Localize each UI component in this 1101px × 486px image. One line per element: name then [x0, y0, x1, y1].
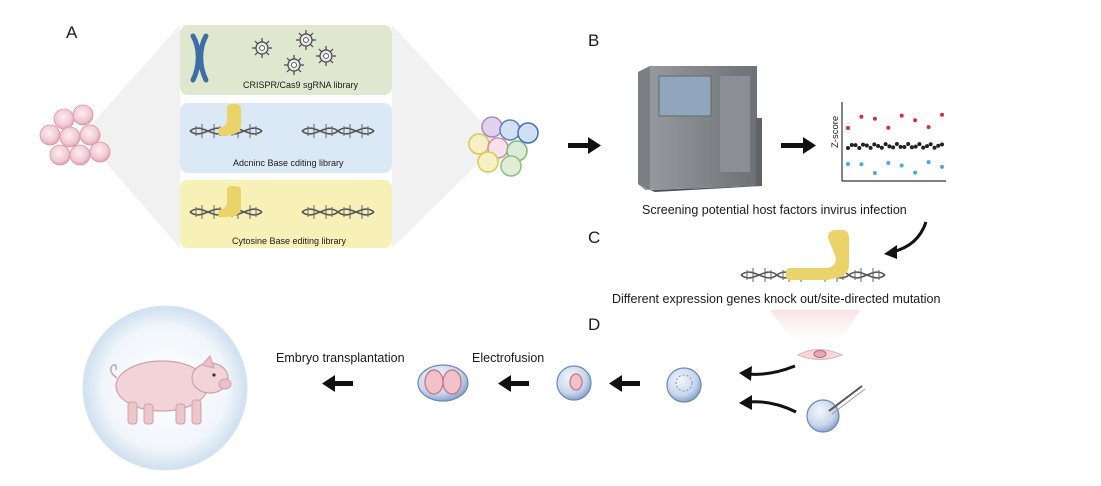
scatter-point-black	[932, 145, 937, 150]
scatter-point-black	[861, 142, 865, 147]
plot-axis-label: Z-score	[830, 116, 841, 148]
left-arrow	[498, 375, 529, 392]
scatter-point-black	[898, 144, 903, 149]
scatter-point-blue	[899, 163, 904, 168]
scatter-point-black	[909, 145, 914, 150]
adenine-library-label: Adcninc Base cditing library	[233, 158, 344, 168]
cytosine-library-label: Cytosine Base editing library	[232, 236, 347, 246]
crispr-library-box: CRISPR/Cas9 sgRNA library	[180, 25, 392, 95]
left-arrow	[609, 375, 640, 392]
left-projection-cone	[82, 25, 180, 248]
pig-icon	[110, 355, 232, 425]
scatter-point-red	[886, 125, 891, 130]
chromosome-icon	[190, 33, 209, 83]
scatter-point-blue	[846, 162, 850, 167]
scatter-point-red	[926, 125, 931, 130]
scatter-point-black	[872, 142, 877, 147]
scatter-point-blue	[926, 160, 931, 165]
scatter-point-red	[940, 112, 944, 117]
reconstructed-embryo-icon	[556, 365, 592, 401]
scatter-point-black	[853, 143, 858, 148]
panel-label-b: B	[588, 31, 599, 50]
scatter-point-black	[887, 144, 892, 149]
electrofusion-label: Electrofusion	[472, 351, 544, 365]
scatter-point-black	[921, 145, 926, 150]
scatter-point-black	[917, 142, 922, 147]
projection-beam	[770, 310, 860, 350]
scatter-point-red	[899, 113, 904, 118]
right-projection-cone	[392, 25, 500, 248]
scatter-point-red	[913, 118, 918, 123]
scatter-point-blue	[872, 171, 877, 175]
embryo-transplantation-label: Embryo transplantation	[276, 351, 405, 365]
scatter-point-blue	[940, 164, 944, 169]
scatter-point-black	[857, 146, 862, 150]
scatter-point-black	[894, 142, 899, 146]
pig-sphere	[82, 305, 248, 471]
scatter-point-black	[879, 145, 884, 150]
curved-arrow-to-editing	[884, 221, 928, 259]
virus-icon	[283, 54, 305, 76]
adenine-library-box: Adcninc Base cditing library	[180, 103, 392, 173]
pink-cell-cluster	[39, 104, 111, 166]
base-editor-enzyme-icon	[826, 230, 849, 280]
base-editor-enzyme-icon	[218, 186, 241, 218]
enucleated-oocyte-icon	[666, 367, 702, 403]
scatter-red-points	[846, 112, 944, 130]
panel-label-c: C	[588, 228, 600, 247]
cytosine-library-box: Cytosine Base editing library	[180, 180, 392, 248]
crispr-library-label: CRISPR/Cas9 sgRNA library	[243, 80, 359, 90]
two-cell-embryo-icon	[417, 364, 469, 402]
scatter-point-black	[925, 144, 929, 149]
editing-caption: Different expression genes knock out/sit…	[612, 292, 940, 306]
scatter-point-black	[849, 143, 854, 147]
scatter-point-black	[876, 144, 881, 148]
scatter-point-red	[859, 114, 864, 119]
left-arrow	[322, 375, 353, 392]
screening-caption: Screening potential host factors invirus…	[642, 203, 907, 217]
scatter-point-red	[872, 116, 877, 121]
somatic-cell-icon	[796, 349, 844, 360]
sequencer-machine-icon	[638, 66, 762, 192]
z-score-plot: Z-score	[830, 102, 946, 182]
base-editing-complex	[740, 230, 886, 283]
scatter-point-black	[940, 142, 944, 147]
curved-arrow-from-somatic	[739, 364, 796, 381]
base-editor-enzyme-icon	[218, 104, 241, 137]
virus-icon	[295, 29, 317, 51]
scatter-point-black	[883, 142, 888, 147]
scatter-black-points	[846, 142, 944, 150]
scatter-point-black	[913, 144, 918, 149]
scatter-blue-points	[846, 160, 944, 175]
scatter-point-black	[936, 143, 941, 148]
arrow-to-screening	[568, 137, 601, 154]
scatter-point-red	[846, 126, 850, 130]
virus-icon	[315, 45, 337, 67]
arrow-to-plot	[781, 137, 816, 154]
scatter-point-blue	[886, 161, 891, 165]
scatter-point-black	[928, 142, 933, 147]
panel-label-a: A	[66, 23, 78, 42]
virus-icon	[251, 37, 273, 59]
scatter-point-blue	[913, 170, 918, 175]
scatter-point-blue	[859, 162, 864, 167]
scatter-point-black	[864, 143, 869, 148]
scatter-point-black	[902, 145, 907, 149]
scatter-point-black	[846, 146, 850, 150]
panel-label-d: D	[588, 315, 600, 334]
curved-arrow-from-oocyte	[739, 395, 797, 414]
oocyte-injection-icon	[806, 385, 866, 433]
scatter-point-black	[868, 145, 873, 150]
edited-cell-cluster	[468, 116, 539, 177]
scatter-point-black	[906, 142, 911, 146]
scatter-point-black	[891, 145, 896, 150]
